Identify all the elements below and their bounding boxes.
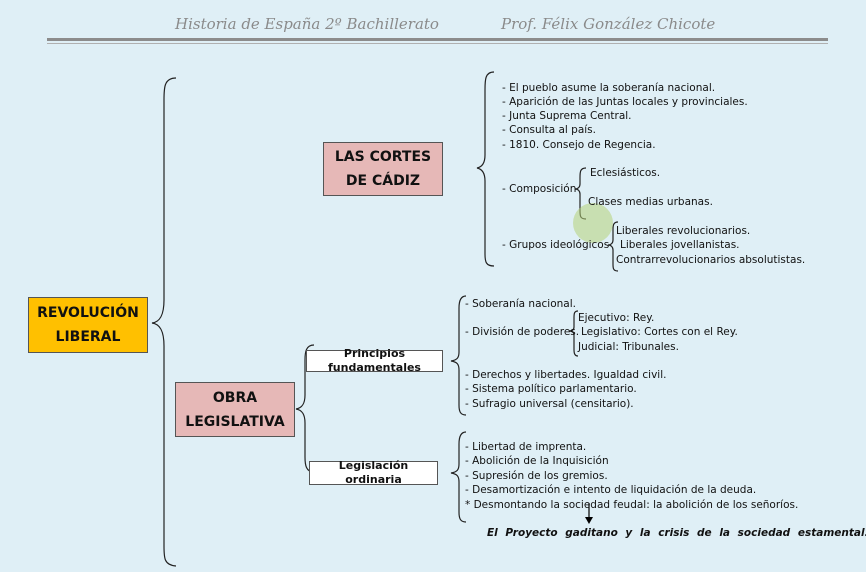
ordinaria-label: Legislación ordinaria — [338, 459, 409, 486]
composicion-label: - Composición — [502, 183, 577, 195]
cortes-line2: DE CÁDIZ — [345, 173, 421, 189]
ordinaria-item: - Supresión de los gremios. — [465, 470, 608, 482]
ordinaria-item: - Abolición de la Inquisición — [465, 455, 609, 467]
cortes-item: - El pueblo asume la soberanía nacional. — [502, 82, 716, 94]
conclusion-text: El Proyecto gaditano y la crisis de la s… — [487, 527, 866, 539]
composicion-item: Clases medias urbanas. — [588, 196, 713, 208]
composicion-item: Eclesiásticos. — [590, 167, 661, 179]
principios-item: - Derechos y libertades. Igualdad civil. — [465, 369, 667, 381]
brace-poderes — [568, 310, 579, 357]
cursor-highlight — [573, 203, 613, 243]
root-line2: LIBERAL — [55, 329, 121, 345]
box-obra-legislativa: OBRA LEGISLATIVA — [175, 382, 295, 437]
cortes-item: - Consulta al país. — [502, 124, 596, 136]
grupos-label: - Grupos ideológicos — [502, 239, 610, 251]
obra-line1: OBRA — [212, 389, 258, 406]
principios-item: - Sistema político parlamentario. — [465, 383, 637, 395]
brace-main — [151, 77, 177, 567]
poder-item: Judicial: Tribunales. — [578, 341, 679, 353]
arrow-down-icon — [585, 503, 593, 524]
root-line1: REVOLUCIÓN — [37, 305, 139, 321]
ordinaria-item: - Libertad de imprenta. — [465, 441, 587, 453]
cortes-item: - Aparición de las Juntas locales y prov… — [502, 96, 748, 108]
division-label: - División de poderes. — [465, 326, 580, 338]
box-revolucion-liberal: REVOLUCIÓN LIBERAL — [28, 297, 148, 353]
principios-item: - Soberanía nacional. — [465, 298, 576, 310]
header-course: Historia de España 2º Bachillerato — [175, 15, 439, 33]
brace-principios — [450, 295, 467, 416]
grupos-item: Liberales jovellanistas. — [620, 239, 740, 251]
poder-item: Ejecutivo: Rey. — [578, 312, 655, 324]
principios-item: - Sufragio universal (censitario). — [465, 398, 634, 410]
box-las-cortes: LAS CORTES DE CÁDIZ — [323, 142, 443, 196]
principios-label: Principios fundamentales — [328, 347, 421, 374]
brace-grupos — [607, 221, 619, 272]
poder-item: Legislativo: Cortes con el Rey. — [581, 326, 738, 338]
grupos-item: Contrarrevolucionarios absolutistas. — [616, 254, 806, 266]
cortes-line1: LAS CORTES — [334, 149, 432, 165]
header-divider — [47, 38, 828, 41]
ordinaria-item: - Desamortización e intento de liquidaci… — [465, 484, 757, 496]
obra-line2: LEGISLATIVA — [185, 413, 285, 430]
grupos-item: Liberales revolucionarios. — [616, 225, 751, 237]
cortes-item: - Junta Suprema Central. — [502, 110, 632, 122]
ordinaria-item: * Desmontando la sociedad feudal: la abo… — [465, 499, 799, 511]
header-author: Prof. Félix González Chicote — [501, 15, 716, 33]
box-legislacion-ordinaria: Legislación ordinaria — [309, 459, 438, 486]
brace-ordinaria — [450, 431, 467, 523]
brace-cortes — [476, 71, 495, 267]
cortes-item: - 1810. Consejo de Regencia. — [502, 139, 656, 151]
brace-obra — [295, 344, 315, 473]
header-divider-thin — [47, 43, 828, 44]
box-principios-fundamentales: Principios fundamentales — [306, 347, 443, 374]
